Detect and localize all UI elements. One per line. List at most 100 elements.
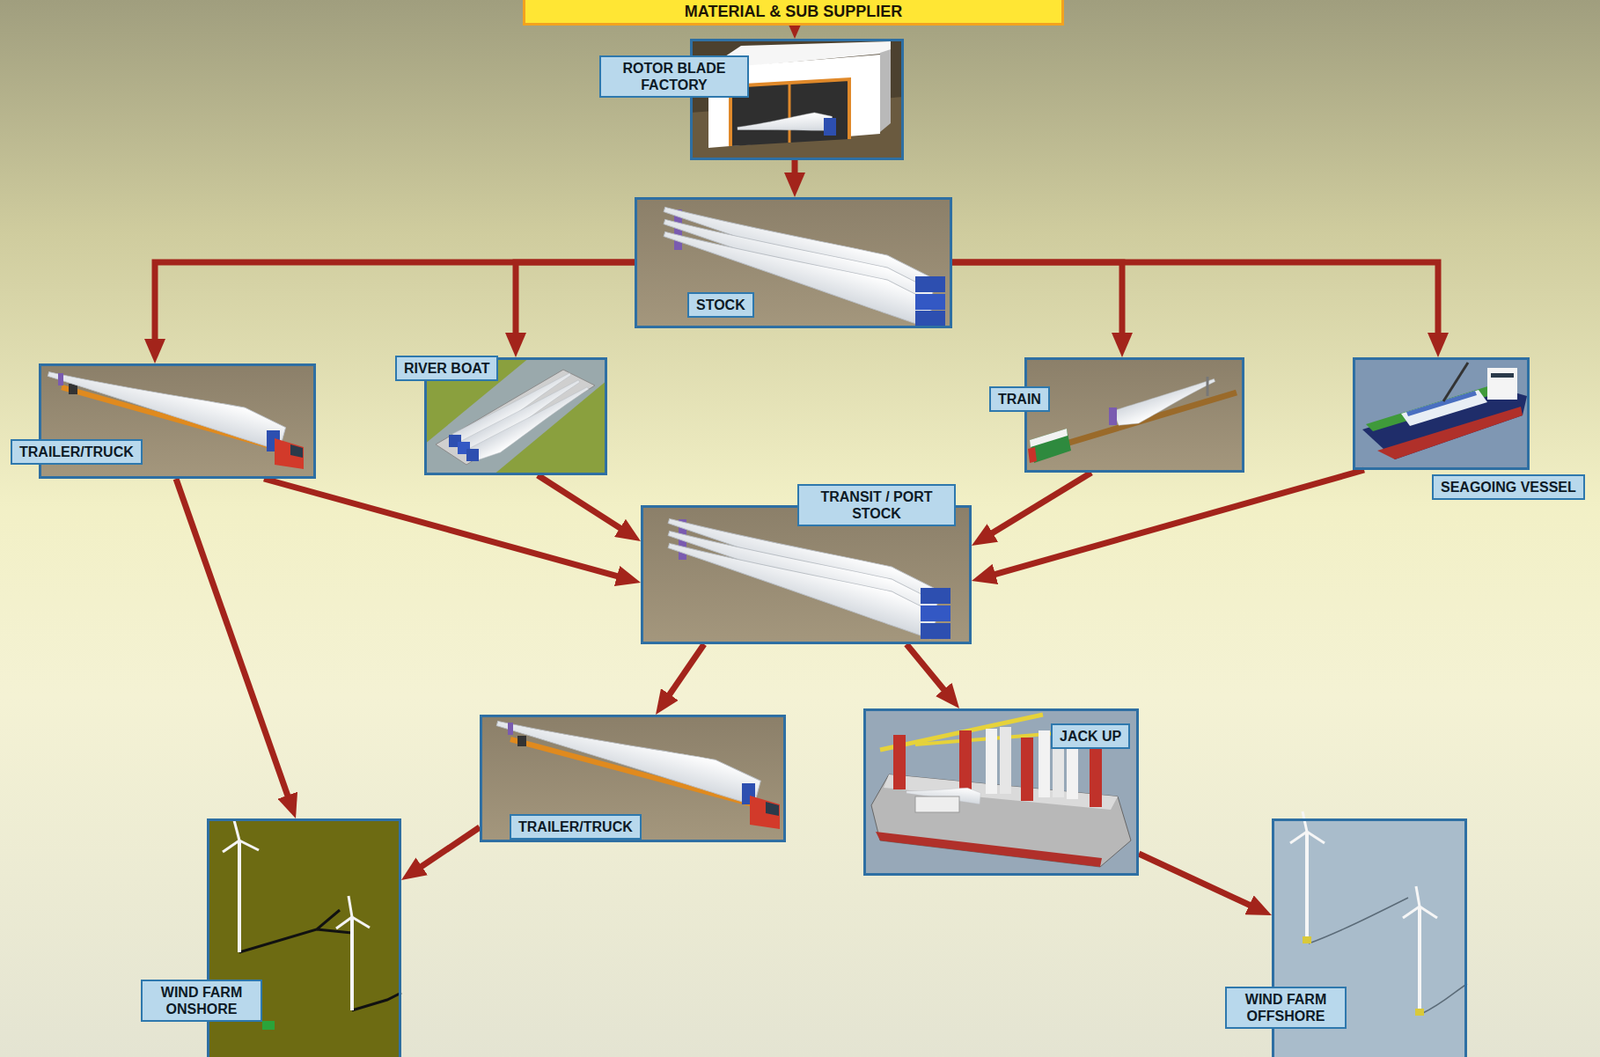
train-picture [1113,373,1220,431]
onshore-picture [234,820,240,841]
offshore-picture [1305,831,1309,940]
jackup-picture [999,726,1012,794]
jackup-picture [915,796,960,813]
jackup-picture [863,708,1139,876]
flow-arrow [952,262,1439,349]
jackup-picture [1020,737,1034,801]
box-label: WIND FARM OFFSHORE [1233,990,1338,1025]
stock-picture [660,213,937,328]
factory-picture [788,82,792,143]
jackup-picture [985,728,998,794]
image-panel: TRAILER/TRUCK [479,714,786,843]
onshore-picture [348,895,353,918]
port-stock-picture [665,525,941,639]
stock-picture [634,189,953,329]
truck-picture [517,735,527,747]
box-label: TRAIN [998,390,1042,408]
label-tag: TRAILER/TRUCK [509,814,642,840]
box-label: TRANSIT / PORT STOCK [806,488,947,522]
onshore-picture [239,840,259,851]
train-picture [1024,357,1245,473]
jackup-picture [893,734,906,790]
flow-arrow [979,472,1093,542]
offshore-picture [1419,906,1438,918]
flow-arrow [408,827,480,875]
label-tag: TRAIN [989,386,1050,412]
flow-arrow [1138,853,1264,912]
label-tag: WIND FARM OFFSHORE [1225,986,1347,1029]
image-panel: SEAGOING VESSEL [1352,357,1530,470]
truck-picture [58,373,64,386]
box-label: STOCK [696,296,746,314]
label-tag: RIVER BOAT [395,355,499,382]
offshore-picture [1421,983,1468,1014]
offshore-picture [1306,831,1325,844]
flow-arrow [792,25,797,34]
offshore-picture [1308,897,1409,944]
ship-picture [1487,367,1518,400]
label-tag: TRAILER/TRUCK [10,439,143,465]
factory-picture [823,117,837,136]
ship-picture [1352,357,1530,470]
train-picture [1024,357,1245,473]
onshore-picture [352,992,402,1011]
image-panel: ROTOR BLADE FACTORY [689,38,904,161]
offshore-picture [1290,831,1307,844]
jackup-picture [1038,730,1050,798]
flow-arrow [515,262,635,349]
image-panel: RIVER BOAT [424,357,608,476]
offshore-picture [1415,1008,1424,1016]
jackup-picture [863,708,1139,876]
jackup-picture [875,831,1102,867]
onshore-picture [316,929,353,933]
image-panel: STOCK [634,197,953,329]
onshore-picture [350,917,354,1011]
port-stock-picture [920,587,951,604]
truck-picture [479,703,786,843]
image-panel: WIND FARM ONSHORE [206,818,402,1057]
train-picture [1206,376,1210,397]
stock-picture [915,310,946,326]
port-stock-picture [920,623,951,639]
ship-picture [1352,357,1530,470]
flow-arrow [792,160,799,189]
image-panel: JACK UP [863,708,1139,876]
onshore-picture [222,840,240,852]
riverboat-picture [466,448,479,462]
ship-picture [1365,383,1509,432]
ship-picture [1401,389,1488,426]
onshore-picture [352,917,370,928]
onshore-picture [336,917,353,929]
ship-picture [1443,362,1468,402]
image-panel: TRANSIT / PORT STOCK [640,505,972,645]
flow-arrow [660,644,705,708]
box-label: RIVER BOAT [403,359,490,377]
box-label: TRAILER/TRUCK [518,818,633,836]
flow-arrow [952,262,1123,349]
image-panel: TRAIN [1024,357,1245,473]
flow-arrow [176,478,294,811]
ship-picture [1490,373,1514,378]
train-picture [1108,407,1117,426]
label-tag: JACK UP [1050,723,1131,749]
factory-picture [736,111,833,136]
flow-arrow [980,469,1365,579]
truck-picture [507,722,514,735]
riverboat-picture [435,369,595,465]
box-label: ROTOR BLADE FACTORY [608,59,741,94]
truck-picture [290,444,303,458]
riverboat-picture [469,381,595,465]
jackup-picture [959,730,972,793]
onshore-picture [262,1020,275,1030]
label-tag: ROTOR BLADE FACTORY [599,55,749,98]
box-label: JACK UP [1059,727,1122,745]
stock-picture [915,276,946,293]
image-panel: TRAILER/TRUCK [38,363,316,479]
offshore-picture [1402,906,1420,918]
truck-picture [44,354,288,451]
image-panel: WIND FARM OFFSHORE [1271,818,1468,1057]
label-tag: TRANSIT / PORT STOCK [797,484,956,527]
label-tag: WIND FARM ONSHORE [140,979,263,1022]
train-picture [1027,447,1037,463]
